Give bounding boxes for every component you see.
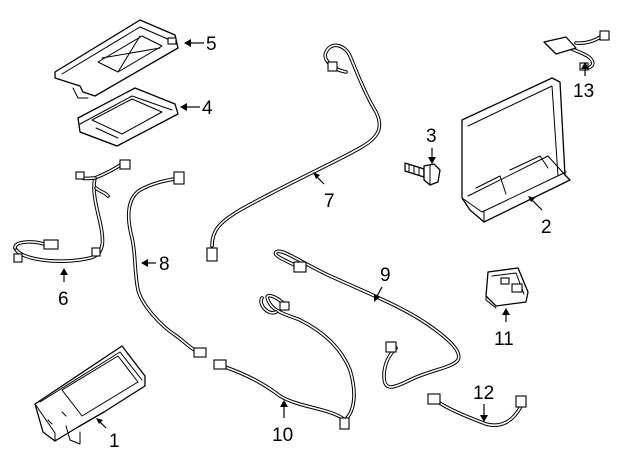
callout-10-number: 10 — [272, 425, 293, 446]
callout-13: 13 — [573, 62, 594, 102]
part-3-bolt — [404, 162, 441, 186]
part-8-wire — [126, 171, 207, 358]
part-4-module — [77, 87, 179, 147]
callout-3: 3 — [426, 126, 437, 164]
callout-5-number: 5 — [206, 34, 217, 55]
part-5-bracket — [54, 19, 179, 99]
callout-12-number: 12 — [473, 383, 494, 404]
callout-6: 6 — [58, 268, 69, 310]
callout-4: 4 — [180, 98, 213, 119]
callout-7-number: 7 — [324, 191, 335, 212]
callout-12: 12 — [473, 383, 494, 422]
callout-8-number: 8 — [159, 254, 170, 275]
callout-3-number: 3 — [426, 126, 437, 147]
callout-9: 9 — [374, 265, 391, 302]
part-11-switch — [485, 267, 529, 309]
part-2-housing — [461, 77, 571, 223]
callout-6-number: 6 — [58, 289, 69, 310]
part-1-unit — [34, 345, 146, 445]
callout-11-number: 11 — [494, 329, 514, 350]
callout-7: 7 — [313, 172, 335, 212]
callout-2-number: 2 — [541, 217, 552, 238]
callout-13-number: 13 — [573, 81, 594, 102]
part-9-wire — [273, 249, 461, 389]
callout-9-number: 9 — [380, 265, 391, 286]
part-6-wire — [13, 159, 131, 263]
callout-10: 10 — [272, 400, 293, 446]
part-10-wire — [213, 293, 356, 430]
part-13-harness — [543, 30, 610, 71]
callout-2: 2 — [528, 196, 552, 238]
callout-4-number: 4 — [202, 98, 213, 119]
callout-5: 5 — [184, 34, 217, 55]
callout-1-number: 1 — [109, 431, 120, 452]
part-7-wire — [206, 43, 382, 262]
callout-8: 8 — [141, 254, 170, 275]
callout-11: 11 — [494, 308, 514, 350]
callout-1: 1 — [96, 418, 120, 452]
part-12-wire — [427, 393, 527, 427]
